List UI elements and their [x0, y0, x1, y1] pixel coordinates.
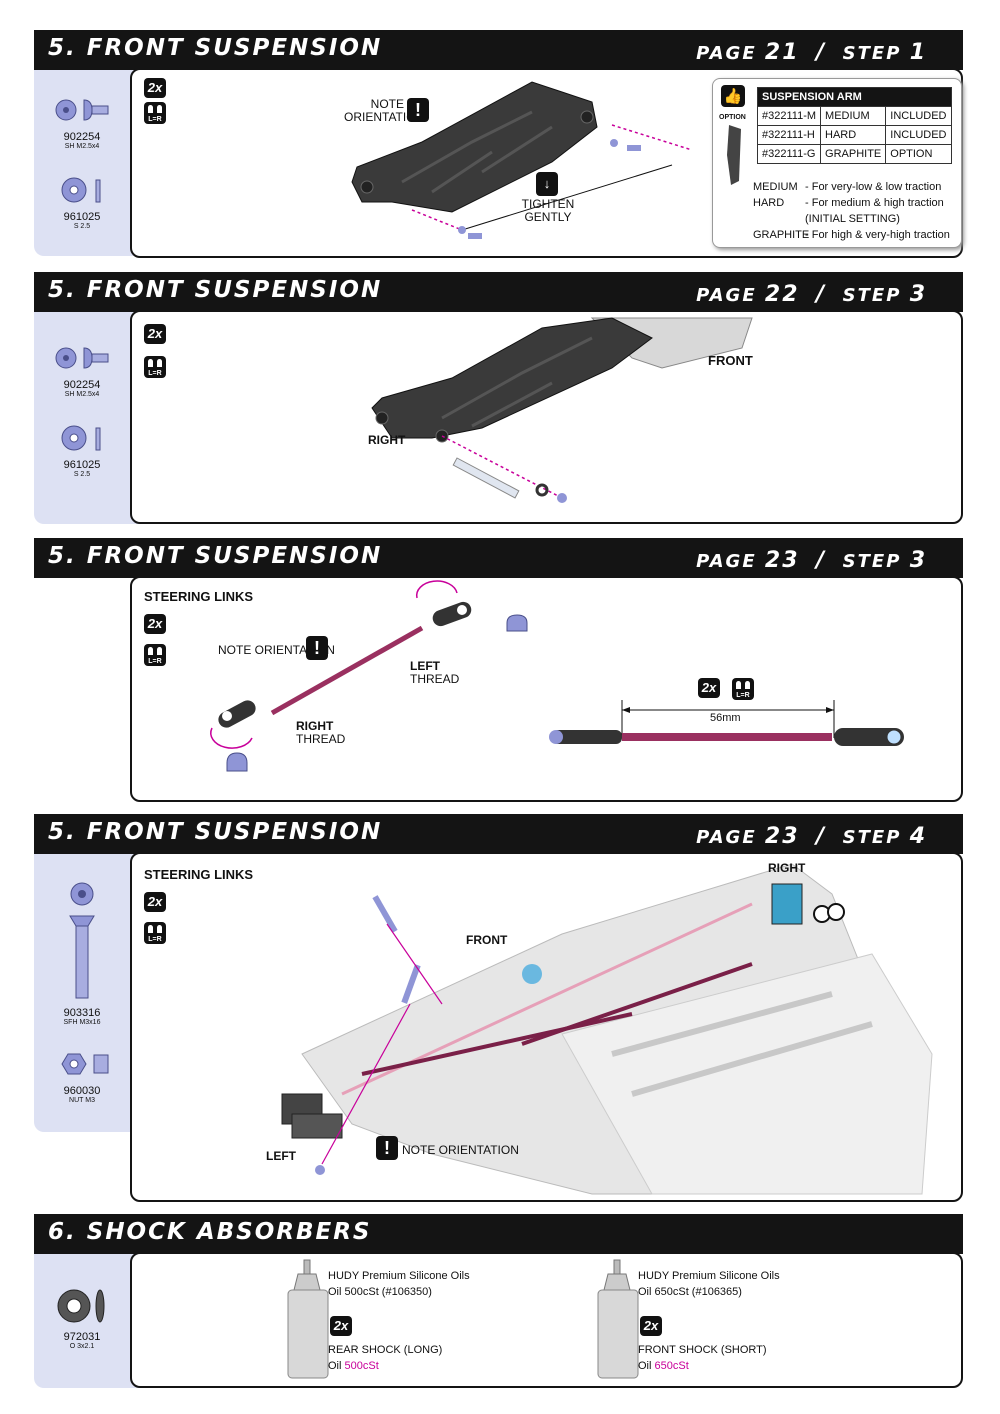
quantity-badge: 2x — [144, 324, 166, 344]
left-equals-right-icon: L=R — [732, 678, 754, 700]
section-shock-absorbers: 6. SHOCK ABSORBERS 972031 O 3x2.1 HUDY P… — [34, 1214, 963, 1390]
right-label: RIGHT — [768, 861, 806, 875]
length-label: 56mm — [710, 712, 741, 724]
part-item: 903316 SFH M3x16 — [34, 880, 130, 1026]
section-title: 5. FRONT SUSPENSION — [48, 543, 383, 569]
left-equals-right-icon: L=R — [144, 102, 166, 124]
note-orientation-label: NOTE ORIENTATION — [218, 643, 335, 657]
parts-panel: 902254 SH M2.5x4 961025 S 2.5 — [34, 312, 144, 524]
part-item: 902254 SH M2.5x4 — [34, 96, 130, 150]
arm-thumbnail-icon — [727, 125, 741, 185]
exclamation-icon: ! — [306, 636, 328, 660]
page-step-label: PAGE 21 / STEP 1 — [696, 40, 927, 65]
section-header: 6. SHOCK ABSORBERS — [34, 1214, 963, 1254]
section-header: 5. FRONT SUSPENSION PAGE 21 / STEP 1 — [34, 30, 963, 70]
quantity-badge: 2x — [144, 892, 166, 912]
oil-bottle-icon — [287, 1259, 329, 1379]
part-item: 902254 SH M2.5x4 — [34, 344, 130, 398]
section-front-suspension-step-1: 5. FRONT SUSPENSION PAGE 21 / STEP 1 902… — [34, 30, 963, 260]
parts-panel: 903316 SFH M3x16 960030 NUT M3 — [34, 854, 144, 1132]
arm-on-block-drawing — [371, 317, 753, 503]
exclamation-icon: ! — [407, 98, 429, 122]
option-notes: MEDIUM- For very-low & low traction HARD… — [753, 181, 950, 241]
quantity-badge: 2x — [330, 1316, 352, 1336]
section-title: 5. FRONT SUSPENSION — [48, 35, 383, 61]
quantity-badge: 2x — [144, 614, 166, 634]
parts-panel: 972031 O 3x2.1 — [34, 1254, 144, 1388]
part-item: 972031 O 3x2.1 — [34, 1286, 130, 1350]
left-equals-right-icon: L=R — [144, 644, 166, 666]
section-header: 5. FRONT SUSPENSION PAGE 23 / STEP 4 — [34, 814, 963, 854]
chassis-steering-assembly-drawing — [281, 863, 933, 1195]
countersunk-screw-icon — [69, 882, 95, 999]
note-orientation-label: NOTE ORIENTATION — [402, 1143, 519, 1157]
left-equals-right-icon: L=R — [144, 922, 166, 944]
button-screw-icon — [55, 99, 109, 121]
section-header: 5. FRONT SUSPENSION PAGE 23 / STEP 3 — [34, 538, 963, 578]
left-label: LEFT — [266, 1149, 296, 1163]
quantity-badge: 2x — [144, 78, 166, 98]
steering-links-heading: STEERING LINKS — [144, 867, 254, 882]
step-box: STEERING LINKS 2x L=R NOTE ORIENTATION !… — [130, 576, 963, 802]
tighten-icon: ↓ — [536, 172, 558, 196]
oil-bottle-icon — [597, 1259, 639, 1379]
steering-links-heading: STEERING LINKS — [144, 589, 254, 604]
washer-icon — [61, 425, 101, 451]
assembled-steering-link-drawing — [549, 700, 904, 746]
o-ring-icon — [57, 1289, 105, 1323]
steering-link-exploded-drawing — [210, 580, 528, 772]
page-step-label: PAGE 22 / STEP 3 — [696, 282, 927, 307]
suspension-arm-drawing — [351, 81, 598, 213]
front-label: FRONT — [466, 933, 508, 947]
washer-icon — [61, 177, 101, 203]
front-label: FRONT — [708, 353, 753, 368]
section-front-suspension-step-3a: 5. FRONT SUSPENSION PAGE 22 / STEP 3 902… — [34, 272, 963, 526]
part-item: 961025 S 2.5 — [34, 424, 130, 478]
step-box: STEERING LINKS 2x L=R RIGHT FRONT LEFT !… — [130, 852, 963, 1202]
section-title: 5. FRONT SUSPENSION — [48, 277, 383, 303]
step-box: 2x L=R FRONT RIGHT — [130, 310, 963, 524]
quantity-badge: 2x — [640, 1316, 662, 1336]
section-header: 5. FRONT SUSPENSION PAGE 22 / STEP 3 — [34, 272, 963, 312]
assembly-lines — [411, 124, 693, 239]
front-shock-oil: FRONT SHOCK (SHORT)Oil 650cSt — [638, 1344, 767, 1372]
part-item: 960030 NUT M3 — [34, 1050, 130, 1104]
parts-panel: 902254 SH M2.5x4 961025 S 2.5 — [34, 70, 144, 256]
section-title: 5. FRONT SUSPENSION — [48, 819, 383, 845]
page-step-label: PAGE 23 / STEP 3 — [696, 548, 927, 573]
section-front-suspension-step-3b: 5. FRONT SUSPENSION PAGE 23 / STEP 3 STE… — [34, 538, 963, 802]
right-label: RIGHT — [368, 433, 406, 447]
quantity-badge: 2x — [698, 678, 720, 698]
button-screw-icon — [55, 347, 109, 369]
part-item: 961025 S 2.5 — [34, 176, 130, 230]
page-step-label: PAGE 23 / STEP 4 — [696, 824, 927, 849]
option-label: OPTION — [719, 114, 746, 121]
section-title: 6. SHOCK ABSORBERS — [48, 1219, 372, 1245]
left-equals-right-icon: L=R — [144, 356, 166, 378]
exclamation-icon: ! — [376, 1136, 398, 1160]
section-front-suspension-step-4: 5. FRONT SUSPENSION PAGE 23 / STEP 4 903… — [34, 814, 963, 1204]
rear-shock-oil: REAR SHOCK (LONG)Oil 500cSt — [328, 1344, 443, 1372]
nut-icon — [61, 1053, 109, 1075]
thumbs-up-icon: 👍 — [721, 85, 745, 107]
